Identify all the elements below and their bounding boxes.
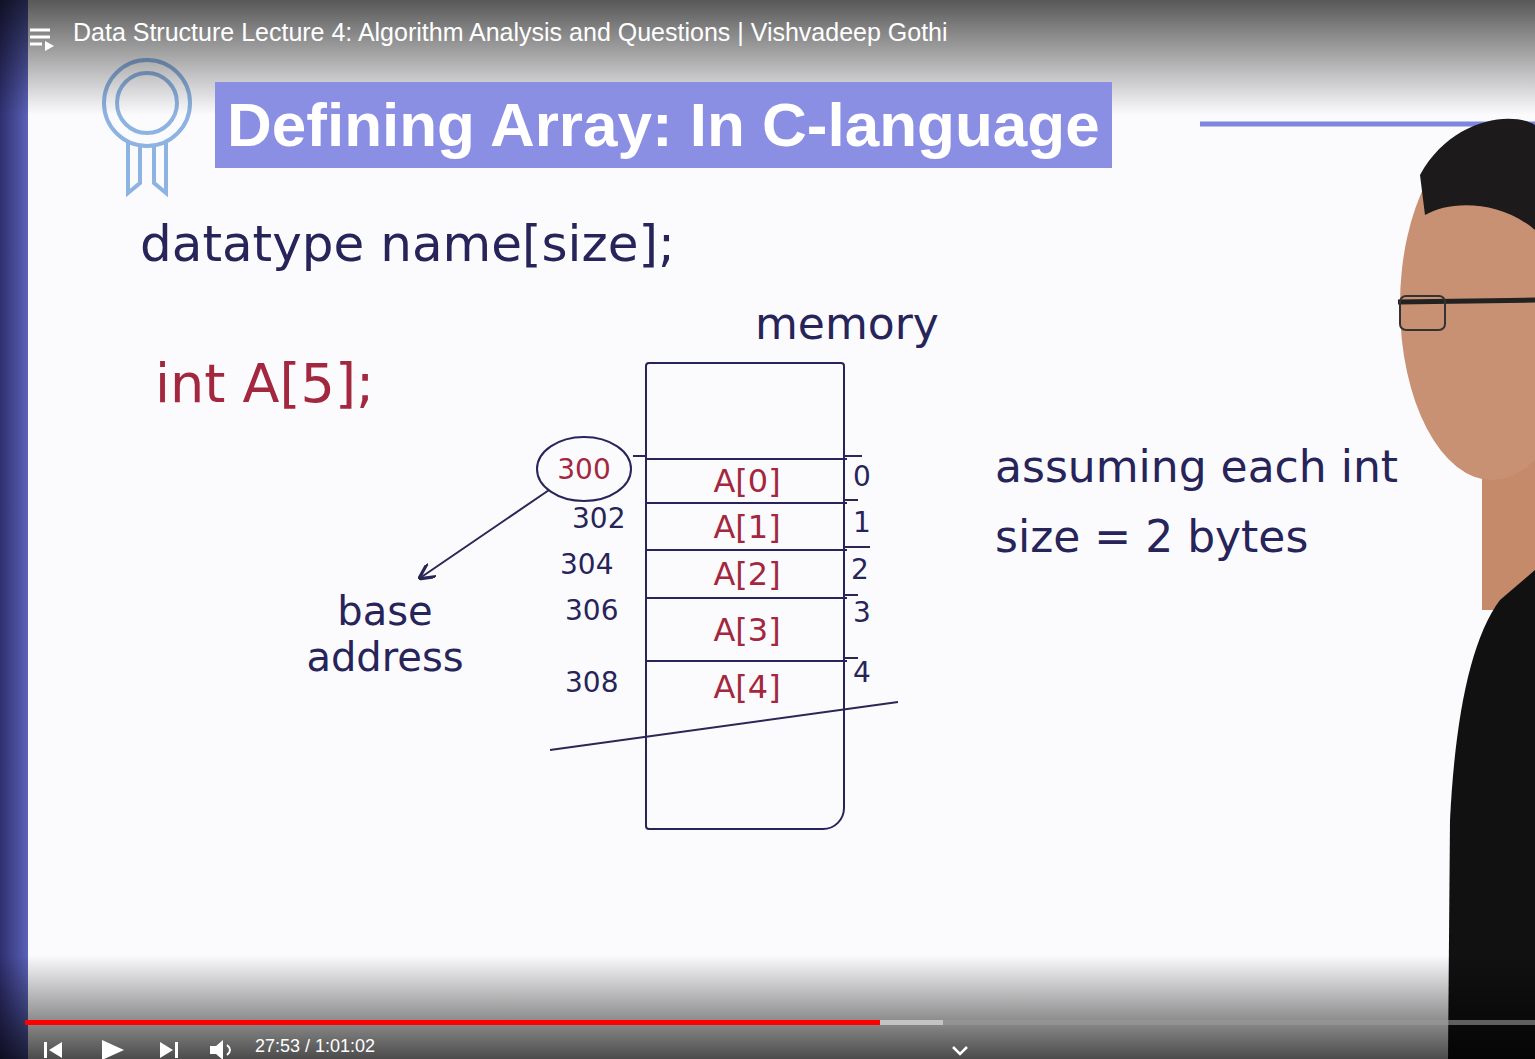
cell-label: A[2]: [713, 555, 780, 593]
cell-label: A[4]: [713, 668, 780, 706]
video-title: Data Structure Lecture 4: Algorithm Anal…: [73, 18, 948, 47]
array-cell: A[0]: [647, 458, 847, 502]
progress-track: [25, 1020, 1535, 1025]
address-number: 306: [565, 594, 618, 627]
index-number: 4: [853, 656, 871, 689]
index-number: 3: [853, 596, 871, 629]
base-address-circle: 300: [535, 435, 633, 503]
index-number: 1: [853, 506, 871, 539]
cell-label: A[0]: [713, 462, 780, 500]
syntax-line: datatype name[size];: [140, 215, 675, 273]
base-address-note: base address: [285, 588, 485, 680]
time-display: 27:53 / 1:01:02: [255, 1036, 375, 1057]
cell-label: A[3]: [713, 611, 780, 649]
index-number: 2: [851, 553, 869, 586]
block-heading: memory: [755, 298, 939, 349]
array-cell: A[2]: [647, 549, 847, 597]
leader-arrow: [420, 488, 552, 578]
cell-label: A[1]: [713, 508, 780, 546]
address-value: 300: [557, 453, 610, 486]
array-cell: A[4]: [647, 660, 847, 712]
presenter-figure: [1398, 119, 1535, 1059]
progress-played: [25, 1020, 880, 1025]
playlist-icon: [30, 30, 54, 51]
address-number: 308: [565, 666, 618, 699]
memory-block: memoryA[0]A[1]A[2]A[3]A[4]: [645, 362, 845, 830]
declaration-line: int A[5];: [155, 352, 374, 415]
index-number: 0: [853, 460, 871, 493]
player-bottom-shade: [0, 955, 1535, 1059]
player-controls: [44, 1040, 967, 1059]
memory-row-lines: [550, 456, 898, 750]
circle-outline-shape: [537, 437, 631, 501]
address-number: 302: [572, 502, 625, 535]
assumption-note: assuming each int size = 2 bytes: [995, 432, 1475, 573]
side-strip: [0, 0, 28, 1059]
address-number: 304: [560, 548, 613, 581]
array-cell: A[3]: [647, 597, 847, 660]
array-cell: A[1]: [647, 502, 847, 549]
slide-title: Defining Array: In C-language: [215, 82, 1112, 168]
progress-buffer: [25, 1020, 943, 1025]
